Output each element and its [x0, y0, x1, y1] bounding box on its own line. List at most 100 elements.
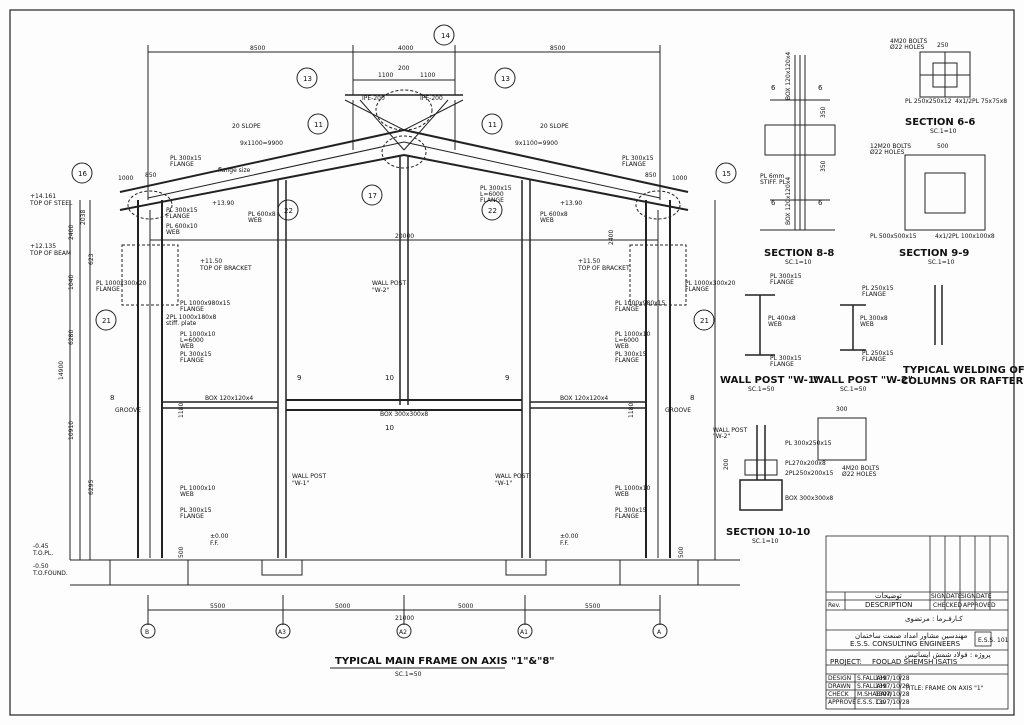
note-r-9: FLANGE [685, 286, 709, 293]
ipe-right: IPE-200 [420, 95, 443, 102]
level-5: +13.90 [212, 200, 234, 207]
w2-n1: PL 250x15 [862, 285, 894, 292]
section-9-9-labels: 12M20 BOLTS Ø22 HOLES PL 500x500x15 4x1/… [870, 143, 995, 266]
dim-left-span: 8500 [250, 45, 265, 52]
groove-right: GROOVE [665, 407, 691, 414]
level-1: +14.161 [30, 193, 56, 200]
note-l-23: FLANGE [180, 513, 204, 520]
tb-row-3-name: M.SHABANI [857, 691, 891, 698]
w2-n6: FLANGE [862, 356, 886, 363]
note-l-17: WEB [180, 343, 194, 350]
axis-a1: A1 [520, 629, 528, 636]
note-r-2: FLANGE [622, 161, 646, 168]
tb-logo: E.S.S. 101 [978, 637, 1009, 644]
tb-date-1: DATE [946, 593, 962, 600]
total-dim: 21000 [395, 615, 414, 622]
note-l-3: PL 600x8 [248, 211, 276, 218]
wall-post-center: WALL POST [372, 280, 406, 287]
wall-post-right: WALL POST [495, 473, 529, 480]
bubble-11-left: 11 [314, 121, 323, 129]
note-l-19: FLANGE [180, 357, 204, 364]
note-l-8: WEB [166, 229, 180, 236]
note-l-15: PL 1000x10 [180, 331, 216, 338]
note-r-19: PL 300x15 [615, 507, 647, 514]
vdim-3: 6280 [68, 330, 75, 345]
section-6-6-labels: 4M20 BOLTS Ø22 HOLES PL 250x250x12 4x1/2… [890, 38, 1007, 135]
s66-plate: PL 250x250x12 [905, 98, 952, 105]
s66-angle: 4x1/2PL 75x75x8 [955, 98, 1007, 105]
vdim-8: 2038 [80, 210, 87, 225]
note-l-1: PL 300x15 [170, 155, 202, 162]
wall-post-right-type: "W-1" [495, 480, 512, 487]
bottom-dim-2: 5000 [335, 603, 350, 610]
weld-title-1: TYPICAL WELDING OF [903, 365, 1024, 376]
s1010-dim-1: 200 [723, 458, 730, 470]
tb-row-4-date: 1397/10/28 [875, 699, 910, 706]
note-r-20: FLANGE [615, 513, 639, 520]
main-title-scale: SC.1=50 [395, 671, 422, 678]
level-3: +11.50 [200, 258, 222, 265]
s88-scale: SC.1=10 [785, 259, 812, 266]
w2-n3: PL 300x8 [860, 315, 888, 322]
level-10: -0.50 [33, 563, 49, 570]
note-l-18: PL 300x15 [180, 351, 212, 358]
end-dim-1: 1000 [118, 175, 133, 182]
note-r-8: PL 1000x300x20 [685, 280, 736, 287]
s1010-pl2: PL270x200x8 [785, 460, 826, 467]
vdim-10: 500 [178, 546, 185, 558]
w1-n4: WEB [768, 321, 782, 328]
slope-label-left: 20 SLOPE [232, 123, 261, 130]
groove-left: GROOVE [115, 407, 141, 414]
axis-a2: A2 [399, 629, 407, 636]
s1010-dim-2: 300 [836, 406, 848, 413]
level-7-note: F.F. [210, 540, 219, 547]
section-10-10 [739, 417, 867, 511]
note-r-7: FLANGE [480, 197, 504, 204]
vdim-r-3: 500 [678, 546, 685, 558]
tb-row-1-name: S.FALLAHI [857, 675, 887, 682]
tb-row-4-name: E.S.S. Co. [857, 699, 886, 706]
bubble-15: 15 [722, 170, 731, 178]
ridge-dim-3: 200 [398, 65, 410, 72]
note-l-14: stiff. plate [166, 320, 197, 327]
w1-n3: PL 400x8 [768, 315, 796, 322]
note-r-18: WEB [615, 491, 629, 498]
end-dim-2: 850 [145, 172, 157, 179]
box-center-label: BOX 300x300x8 [380, 411, 428, 418]
tb-company-fa: مهندسین مشاور امداد صنعت ساختمان [855, 632, 968, 640]
note-r-14: WEB [615, 343, 629, 350]
tb-desc-fa: توضیحات [875, 592, 902, 600]
section-9-9 [904, 154, 986, 231]
level-4: +11.50 [578, 258, 600, 265]
mark-10-top: 10 [385, 374, 394, 382]
vdim-6: 6295 [88, 480, 95, 495]
level-9: -0.45 [33, 543, 49, 550]
s88-pl: PL 6mm [760, 173, 785, 180]
tb-row-2-date: 1397/10/28 [875, 683, 910, 690]
tb-project-fa: پروژه : فولاد شمش ایساتیس [905, 651, 991, 659]
s99-holes: Ø22 HOLES [870, 149, 905, 156]
s66-title: SECTION 6-6 [905, 117, 975, 128]
bubble-21-left: 21 [102, 317, 111, 325]
slope-label-right: 20 SLOPE [540, 123, 569, 130]
vdim-2: 1040 [68, 275, 75, 290]
s66-dim-1: 250 [937, 42, 949, 49]
tb-client: کـارفـرما : مرتضوی [905, 615, 963, 623]
s99-plate: PL 500x500x15 [870, 233, 917, 240]
tb-row-1-role: DESIGN [828, 675, 851, 682]
s99-angle: 4x1/2PL 100x100x8 [935, 233, 995, 240]
end-dim-3: 850 [645, 172, 657, 179]
title-block [825, 535, 1009, 710]
level-10-note: T.O.FOUND. [32, 570, 68, 577]
s1010-wp-type: "W-2" [713, 433, 730, 440]
w2-scale: SC.1=50 [840, 386, 867, 393]
note-l-22: PL 300x15 [180, 507, 212, 514]
section-8-8 [760, 55, 836, 231]
vdim-4: 14900 [58, 361, 65, 380]
tb-row-2-name: S.FALLAHI [857, 683, 887, 690]
w2-n4: WEB [860, 321, 874, 328]
note-r-5: PL 300x15 [480, 185, 512, 192]
s88-mark-6a: 6 [771, 84, 776, 92]
tb-approved: APPROVED [963, 602, 996, 609]
